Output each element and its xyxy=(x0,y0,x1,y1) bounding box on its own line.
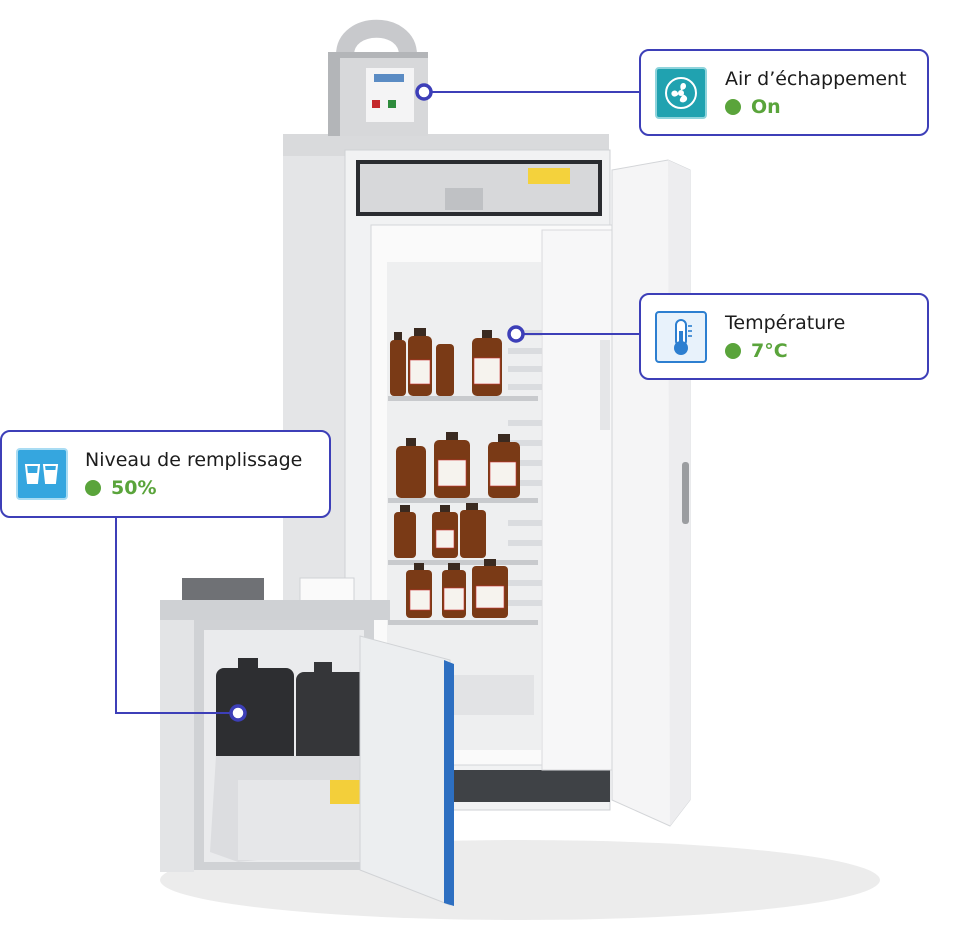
fill-level-value: 50% xyxy=(111,477,157,499)
status-dot-icon xyxy=(725,342,741,359)
status-dot-icon xyxy=(85,480,101,496)
exhaust-fan-unit xyxy=(328,19,428,136)
fan-icon xyxy=(655,66,707,119)
fill-level-marker xyxy=(229,704,247,722)
canister-cabinet xyxy=(160,577,454,906)
fill-level-card[interactable]: Niveau de remplissage 50% xyxy=(0,430,331,518)
exhaust-marker xyxy=(415,83,433,101)
fill-level-connector xyxy=(115,518,238,714)
cabinet-base xyxy=(440,770,610,802)
fill-level-label: Niveau de remplissage xyxy=(85,449,303,471)
temperature-card[interactable]: Température 7°C xyxy=(639,293,929,380)
temperature-label: Température xyxy=(725,311,846,334)
canister-level-icon xyxy=(16,448,68,500)
exhaust-air-card[interactable]: Air d’échappement On xyxy=(639,49,929,136)
temperature-value: 7°C xyxy=(751,339,788,362)
exhaust-air-status: On xyxy=(751,95,781,118)
chemical-bottles xyxy=(390,328,520,618)
thermometer-icon xyxy=(655,310,707,363)
exhaust-air-label: Air d’échappement xyxy=(725,67,907,90)
status-dot-icon xyxy=(725,98,741,115)
temperature-marker xyxy=(507,325,525,343)
